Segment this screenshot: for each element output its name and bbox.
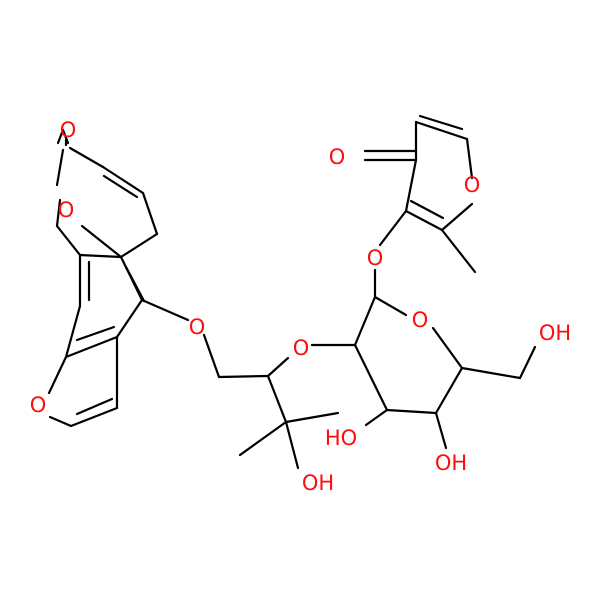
tertiary-hydroxyl-label: OH <box>302 471 334 495</box>
sugar-hydroxyl-bonds <box>364 345 537 450</box>
hydroxyl-c4-label: OH <box>435 451 467 475</box>
chain-ether-oxygen: O <box>293 336 310 360</box>
pyranone-carbonyl-bond <box>363 149 418 162</box>
sugar-ring-oxygen: O <box>412 308 429 332</box>
furan-oxygen: O <box>30 393 47 417</box>
glycosidic-oxygen: O <box>367 246 384 270</box>
lactone-ring-oxygen: O <box>58 198 75 222</box>
hydroxymethyl-label: OH <box>539 321 571 345</box>
pyranone-ring-oxygen: O <box>464 173 481 197</box>
lactone-carbonyl-oxygen: O <box>60 118 77 142</box>
pyranose-ring <box>353 295 464 415</box>
benzene-ring <box>64 253 146 359</box>
pyranone-carbonyl-oxygen: O <box>329 145 346 169</box>
aryl-ether-linkage <box>140 298 221 379</box>
hydroxyl-c3-label: HO <box>325 426 357 450</box>
methyl-bond <box>440 228 477 274</box>
aryl-ether-oxygen: O <box>189 315 206 339</box>
atom-labels: O O O O O OH O O O O OH HO OH <box>30 118 571 495</box>
pyranone-ring <box>404 114 474 232</box>
furan-ring <box>47 335 119 428</box>
coumarin-lactone-ring <box>55 128 159 259</box>
dimethyl-hydroxy-chain <box>217 356 340 470</box>
lactone-carbonyl-bond <box>55 138 68 187</box>
glycosidic-bond <box>373 209 408 299</box>
